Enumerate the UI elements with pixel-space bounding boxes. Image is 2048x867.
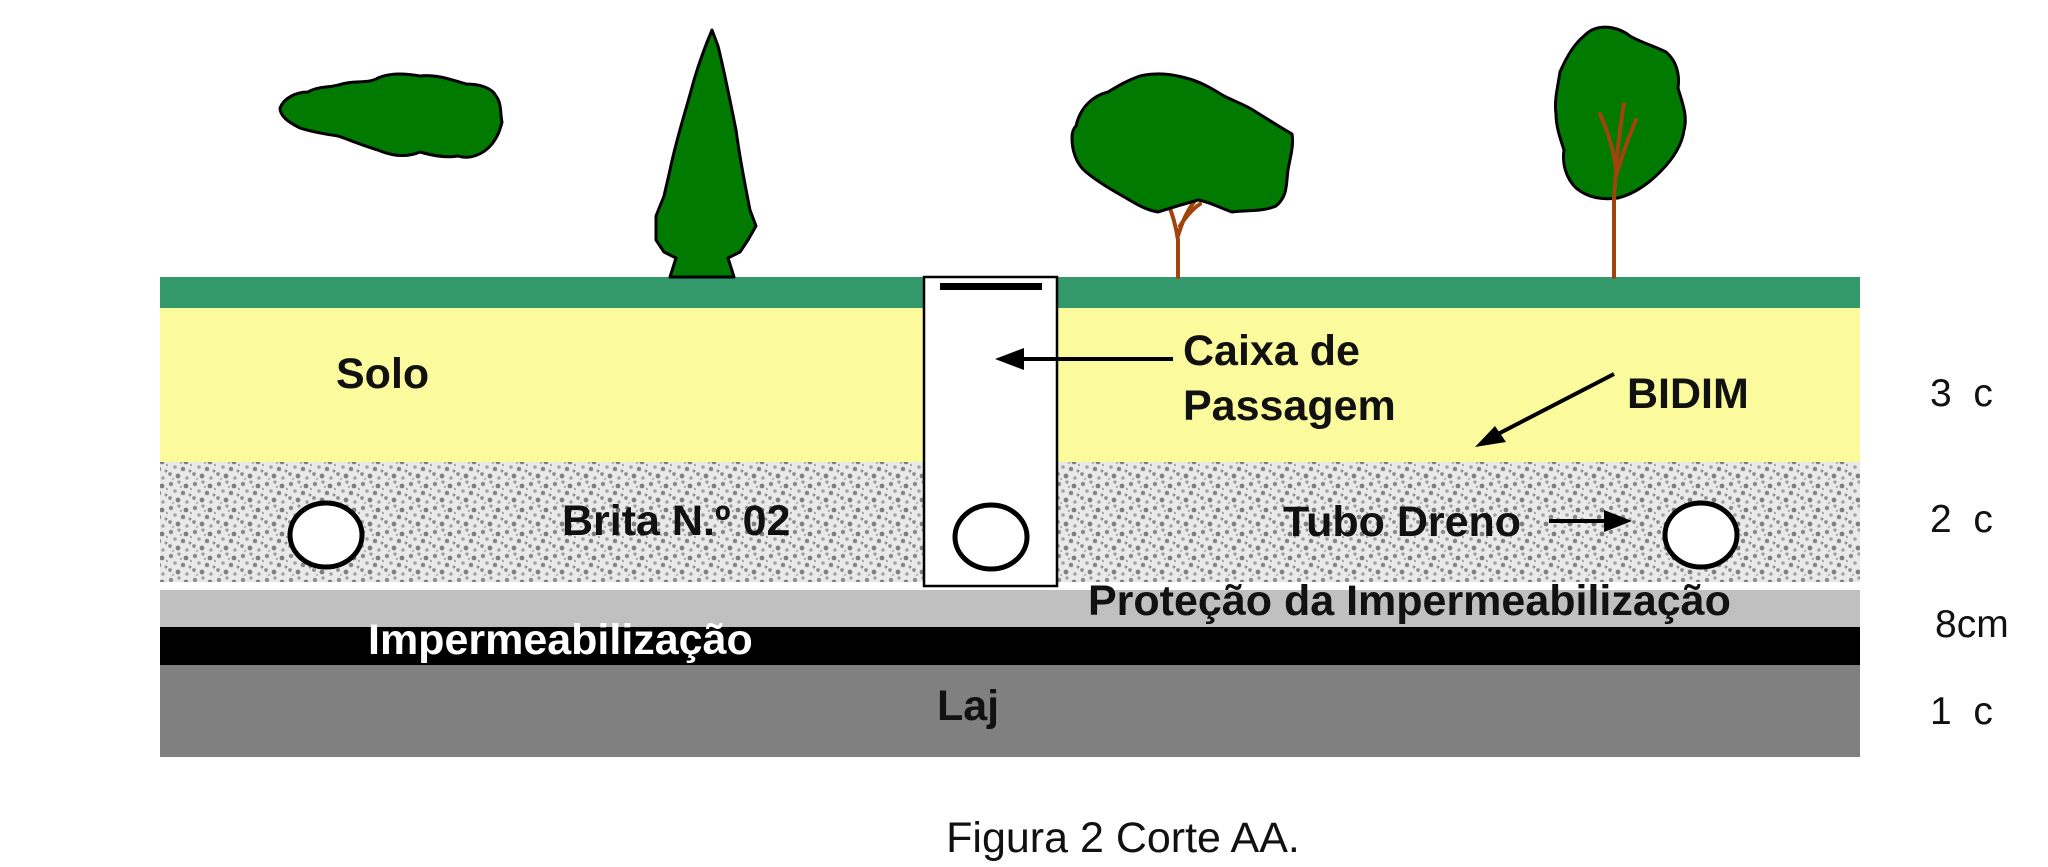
label-caixa-line2: Passagem [1183,382,1396,430]
protection-layer [160,590,1860,627]
label-impermeabilizacao: Impermeabilização [368,616,753,664]
label-tubo-dreno: Tubo Dreno [1283,498,1521,546]
arrow-tubo-head [1604,510,1632,532]
figure-caption: Figura 2 Corte AA. [946,814,1300,862]
trunk-icon [1164,196,1202,279]
trunk-icon [1598,102,1638,279]
label-solo: Solo [336,350,429,398]
dimension-solo: 3 c [1930,372,1993,415]
drain-pipe-center [952,502,1030,572]
drain-pipe-right [1662,500,1740,570]
label-brita: Brita N.º 02 [562,497,790,545]
broadleaf-tree-icon [1070,72,1294,214]
slab-layer [160,665,1860,757]
label-laje: Laj [937,682,999,730]
cypress-tree-icon [654,28,758,279]
shrub-icon [278,72,504,159]
drain-pipe-left [287,500,365,570]
dimension-laje: 1 c [1930,690,1993,733]
arrow-caixa-head [995,348,1024,370]
label-caixa-line1: Caixa de [1183,327,1360,375]
label-protecao: Proteção da Impermeabilização [1088,577,1731,625]
waterproofing-layer [160,627,1860,665]
label-bidim: BIDIM [1627,370,1749,418]
dimension-brita: 2 c [1930,498,1993,541]
dimension-protecao: 8cm [1935,603,2009,646]
arrow-bidim-line [1497,372,1615,436]
inspection-box-lid [940,283,1042,290]
oval-tree-icon [1554,25,1687,201]
arrow-bidim-head [1475,426,1506,447]
